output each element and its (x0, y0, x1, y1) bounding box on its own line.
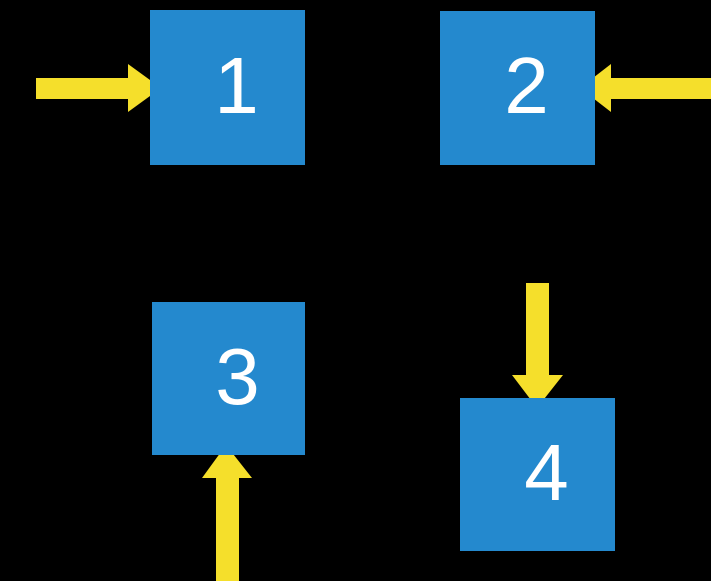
node-box-2-label: 2 (504, 41, 549, 130)
node-box-3-label: 3 (215, 331, 260, 421)
arrow-into-box-2-icon (580, 64, 711, 112)
arrow-into-box-4-icon (512, 283, 563, 408)
node-box-1[interactable]: 1 (150, 10, 305, 165)
arrow-into-box-1-icon (36, 64, 161, 112)
arrow-down-shape (512, 283, 563, 408)
arrow-up-shape (202, 445, 252, 581)
node-box-4[interactable]: 4 (460, 398, 615, 551)
node-box-4-label: 4 (524, 427, 569, 517)
arrow-into-box-3-icon (202, 445, 252, 581)
node-box-3[interactable]: 3 (152, 302, 305, 455)
arrow-right-shape (36, 64, 161, 112)
node-box-1-label: 1 (214, 40, 259, 130)
arrow-left-shape (580, 64, 711, 112)
node-box-2[interactable]: 2 (440, 11, 595, 165)
